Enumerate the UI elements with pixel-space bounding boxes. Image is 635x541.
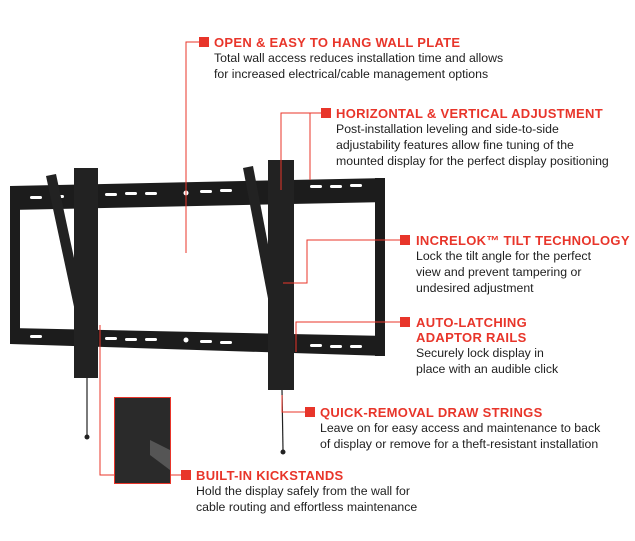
callout-adjustment: HORIZONTAL & VERTICAL ADJUSTMENT Post-in…: [321, 106, 609, 169]
callout-title: INCRELOK™ TILT TECHNOLOGY: [416, 233, 630, 248]
callout-desc: Hold the display safely from the wall fo…: [196, 484, 410, 498]
tilt-arm-left: [46, 168, 98, 440]
leader-lines: [99, 41, 400, 476]
callout-desc: Leave on for easy access and maintenance…: [320, 421, 601, 435]
tilt-arm-right: [243, 160, 294, 455]
callout-desc: Total wall access reduces installation t…: [214, 51, 504, 65]
callout-wall-plate: OPEN & EASY TO HANG WALL PLATE Total wal…: [199, 35, 503, 82]
callout-desc: Post-installation leveling and side-to-s…: [336, 122, 559, 136]
callout-desc: of display or remove for a theft-resista…: [320, 437, 599, 451]
callout-draw-strings: QUICK-REMOVAL DRAW STRINGS Leave on for …: [305, 405, 600, 452]
callout-desc: cable routing and effortless maintenance: [196, 500, 418, 514]
callout-desc: adjustability features allow fine tuning…: [336, 138, 574, 152]
callout-kickstands: BUILT-IN KICKSTANDS Hold the display saf…: [181, 468, 417, 515]
callout-increlok: INCRELOK™ TILT TECHNOLOGY Lock the tilt …: [400, 233, 630, 296]
callout-desc: Lock the tilt angle for the perfect: [416, 249, 591, 263]
callout-marker: [181, 470, 191, 480]
callout-desc: undesired adjustment: [416, 281, 534, 295]
callout-title: QUICK-REMOVAL DRAW STRINGS: [320, 405, 543, 420]
callout-desc: place with an audible click: [416, 362, 559, 376]
callout-title: ADAPTOR RAILS: [416, 330, 527, 345]
callout-title: AUTO-LATCHING: [416, 315, 528, 330]
callout-marker: [321, 108, 331, 118]
callout-desc: view and prevent tampering or: [416, 265, 582, 279]
callout-title: HORIZONTAL & VERTICAL ADJUSTMENT: [336, 106, 603, 121]
callout-desc: for increased electrical/cable managemen…: [214, 67, 489, 81]
callout-marker: [400, 317, 410, 327]
callout-desc: Securely lock display in: [416, 346, 544, 360]
callout-title: BUILT-IN KICKSTANDS: [196, 468, 344, 483]
callout-title: OPEN & EASY TO HANG WALL PLATE: [214, 35, 461, 50]
callout-adaptor-rails: AUTO-LATCHING ADAPTOR RAILS Securely loc…: [400, 315, 558, 377]
callout-desc: mounted display for the perfect display …: [336, 154, 609, 168]
callout-marker: [305, 407, 315, 417]
kickstand-inset: [114, 397, 171, 484]
callout-marker: [400, 235, 410, 245]
callout-marker: [199, 37, 209, 47]
